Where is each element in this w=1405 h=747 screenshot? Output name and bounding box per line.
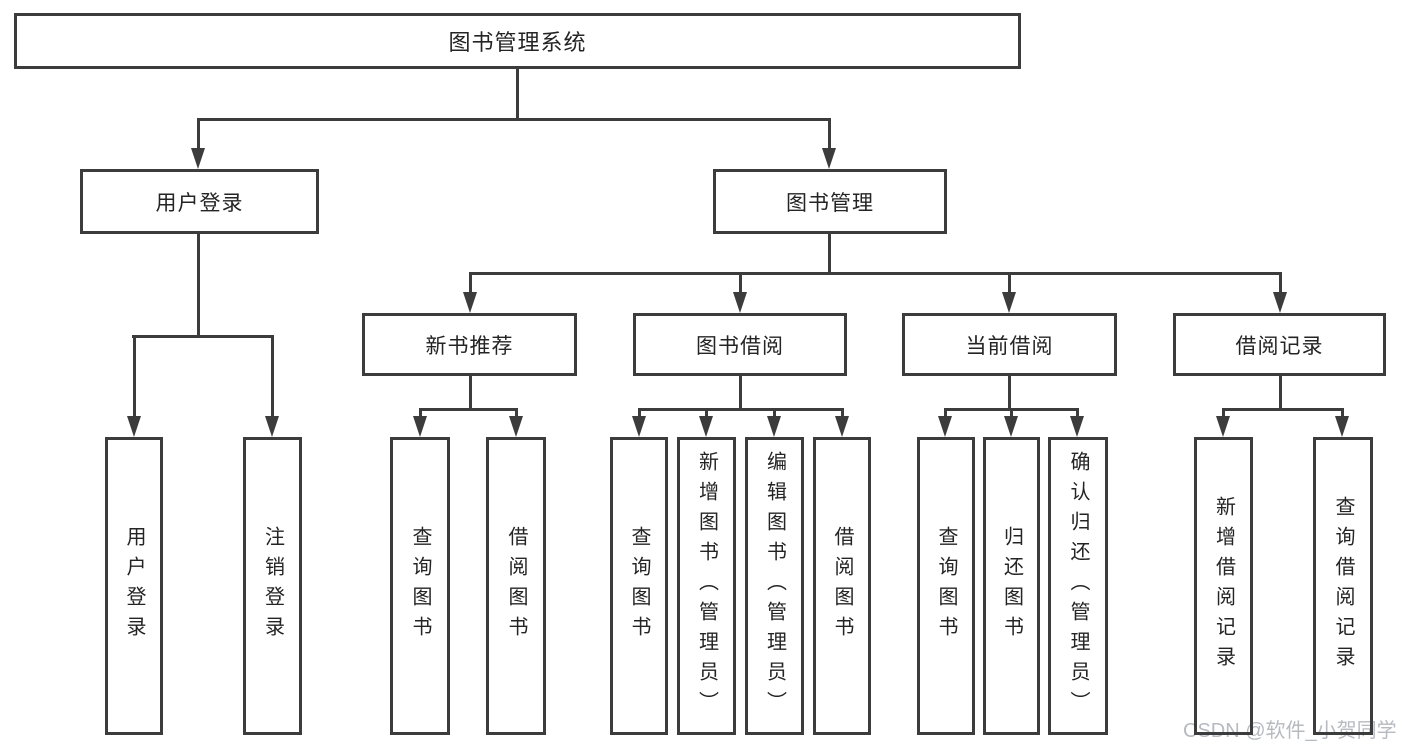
node-new-book-recommend: 新书推荐 [362,313,577,376]
arrowhead-down [835,416,849,437]
node-user-login: 用户登录 [80,169,319,234]
arrowhead-down [265,416,279,437]
node-label: 新书推荐 [425,334,514,358]
node-book-borrowing: 图书借阅 [633,313,847,376]
arrowhead-down [632,416,646,437]
connector-hline [197,118,831,121]
connector-hline [419,408,518,411]
leaf-borrow-add-books-admin: 新增图书（管理员） [677,437,736,735]
arrowhead-down [733,292,747,313]
connector-vline [841,408,844,420]
arrowhead-down [463,292,477,313]
connector-vline [1010,408,1013,420]
leaf-current-query-books: 查询图书 [917,437,975,735]
node-label: 用户登录 [155,191,244,215]
node-label: 图书管理 [786,191,874,215]
node-book-management: 图书管理 [713,169,947,234]
node-label: 新增借阅记录 [1212,496,1235,676]
node-label: 查询图书 [628,526,650,646]
connector-vline [469,272,472,294]
connector-vline [638,408,641,420]
node-label: 查询图书 [935,526,957,646]
arrowhead-down [1004,416,1018,437]
connector-vline [515,408,518,420]
arrowhead-down [699,416,713,437]
leaf-borrow-edit-books-admin: 编辑图书（管理员） [745,437,804,735]
node-library-management-system: 图书管理系统 [14,13,1021,69]
node-label: 借阅图书 [831,526,853,646]
connector-vline [1341,408,1344,420]
leaf-newrec-query-books: 查询图书 [390,437,450,735]
connector-hline [1222,408,1344,411]
arrowhead-down [938,416,952,437]
arrowhead-down [127,416,141,437]
node-label: 确认归还（管理员） [1067,451,1089,721]
node-label: 注销登录 [261,526,284,646]
arrowhead-down [767,416,781,437]
arrowhead-down [822,148,836,169]
node-label: 图书管理系统 [448,30,587,55]
node-label: 归还图书 [1000,526,1023,646]
connector-hline [638,408,844,411]
connector-vline [1279,272,1282,294]
arrowhead-down [191,148,205,169]
connector-vline [1008,272,1011,294]
connector-vline [271,335,274,420]
connector-vline [739,376,742,411]
leaf-borrow-borrow-books: 借阅图书 [813,437,871,735]
leaf-current-return-books: 归还图书 [983,437,1040,735]
connector-vline [1008,376,1011,411]
connector-vline [705,408,708,420]
connector-vline [1076,408,1079,420]
connector-vline [516,69,519,121]
node-current-borrowing: 当前借阅 [902,313,1117,376]
leaf-records-add-record: 新增借阅记录 [1194,437,1253,735]
arrowhead-down [509,416,523,437]
arrowhead-down [1002,292,1016,313]
leaf-borrow-query-books: 查询图书 [610,437,668,735]
connector-vline [419,408,422,420]
leaf-logout: 注销登录 [243,437,302,735]
connector-vline [1222,408,1225,420]
connector-vline [773,408,776,420]
connector-hline [132,335,274,338]
node-label: 图书借阅 [696,334,784,358]
arrowhead-down [1216,416,1230,437]
connector-vline [469,376,472,411]
leaf-records-query-record: 查询借阅记录 [1313,437,1373,735]
arrowhead-down [1273,292,1287,313]
node-borrowing-records: 借阅记录 [1173,313,1386,376]
csdn-watermark: CSDN @软件_小贺同学 [1183,720,1397,742]
connector-vline [197,118,200,151]
connector-vline [828,234,831,275]
connector-vline [197,234,200,338]
connector-vline [133,335,136,420]
leaf-user-login: 用户登录 [105,437,163,735]
node-label: 借阅图书 [505,526,527,646]
connector-hline [469,272,1282,275]
leaf-newrec-borrow-books: 借阅图书 [486,437,546,735]
connector-vline [944,408,947,420]
node-label: 借阅记录 [1235,334,1324,358]
node-label: 当前借阅 [965,334,1054,358]
node-label: 用户登录 [123,526,145,646]
arrowhead-down [1070,416,1084,437]
node-label: 查询图书 [409,526,431,646]
connector-vline [1279,376,1282,411]
node-label: 查询借阅记录 [1332,496,1354,676]
arrowhead-down [413,416,427,437]
connector-vline [828,118,831,151]
node-label: 新增图书（管理员） [695,451,718,721]
leaf-current-confirm-return-admin: 确认归还（管理员） [1048,437,1108,735]
connector-vline [739,272,742,294]
node-label: 编辑图书（管理员） [763,451,786,721]
arrowhead-down [1335,416,1349,437]
